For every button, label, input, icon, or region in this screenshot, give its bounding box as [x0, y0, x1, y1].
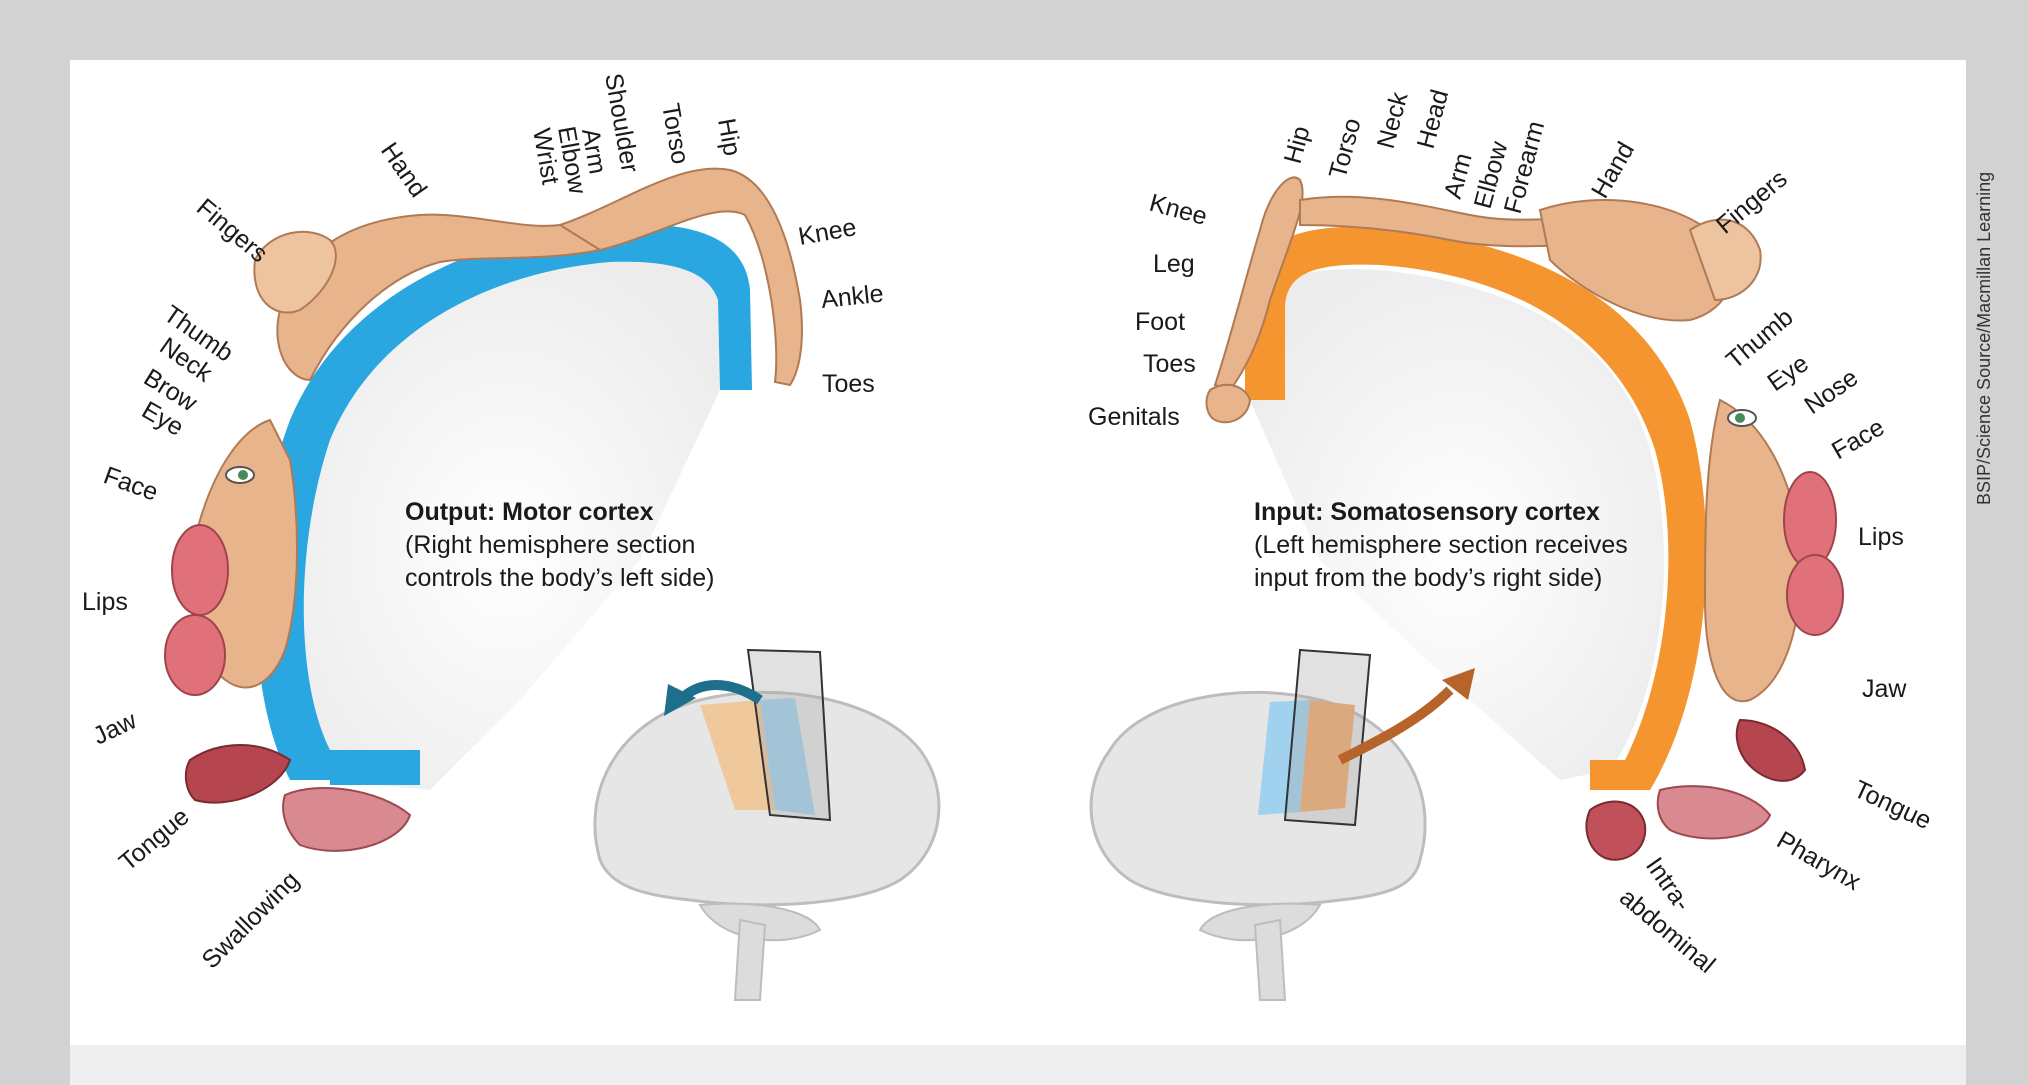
sensory-brain-cut-blue [1258, 700, 1310, 815]
sensory-tongue [1735, 718, 1807, 782]
motor-cortex-band [256, 224, 752, 781]
sensory-white-matter [1250, 269, 1665, 780]
sensory-label-leg: Leg [1153, 250, 1195, 278]
motor-brain-plane [746, 648, 832, 822]
sensory-label-pharynx: Pharynx [1772, 826, 1866, 896]
sensory-label-tongue: Tongue [1849, 775, 1935, 835]
motor-label-jaw: Jaw [89, 706, 142, 751]
sensory-label-toes: Toes [1143, 350, 1196, 378]
sensory-intra-abdominal [1585, 800, 1647, 861]
sensory-eye-iris [1735, 413, 1745, 423]
motor-brain-cut-orange [700, 700, 775, 810]
motor-label-hand: Hand [375, 137, 432, 202]
sensory-label-eye: Eye [1762, 349, 1813, 397]
motor-band-end [330, 750, 420, 785]
sensory-title: Input: Somatosensory cortex [1254, 498, 1600, 526]
sensory-lips-upper [1783, 471, 1837, 569]
sensory-label-neck: Neck [1372, 89, 1414, 152]
motor-label-ankle: Ankle [820, 280, 885, 314]
sensory-brain-illustration [1089, 648, 1475, 1001]
sensory-desc-line1: (Left hemisphere section receives [1254, 531, 1628, 559]
motor-label-toes: Toes [822, 370, 875, 398]
motor-desc-line2: controls the body’s left side) [405, 564, 714, 592]
motor-throat [282, 786, 412, 852]
sensory-label-hand: Hand [1586, 137, 1640, 203]
sensory-label-genitals: Genitals [1088, 403, 1180, 431]
sensory-cortex-section: Genitals Toes Foot Leg Knee Hip Torso Ne… [1088, 87, 1936, 1001]
motor-tongue [184, 744, 292, 804]
sensory-genitals [1205, 383, 1252, 424]
image-credit: BSIP/Science Source/Macmillan Learning [1974, 172, 1994, 505]
motor-title: Output: Motor cortex [405, 498, 654, 526]
motor-label-lips: Lips [82, 588, 128, 616]
sensory-arrowhead [1442, 668, 1475, 700]
sensory-label-jaw: Jaw [1862, 675, 1907, 703]
motor-brain-illustration [593, 648, 941, 1001]
sensory-fingers [1688, 218, 1762, 302]
sensory-brainstem [1253, 918, 1287, 1001]
motor-brainstem [733, 918, 767, 1001]
sensory-arrow [1337, 686, 1454, 765]
sensory-cortex-band [1245, 226, 1707, 790]
sensory-desc-line2: input from the body’s right side) [1254, 564, 1602, 592]
sensory-face [1703, 398, 1802, 703]
sensory-brain-cut-orange [1300, 700, 1355, 812]
motor-cerebellum [698, 902, 822, 942]
sensory-lips-lower [1786, 554, 1844, 636]
motor-label-knee: Knee [796, 213, 858, 251]
sensory-label-torso: Torso [1324, 115, 1367, 181]
sensory-label-head: Head [1412, 87, 1455, 152]
motor-lips-lower [164, 614, 226, 696]
motor-arrowhead [664, 684, 696, 716]
motor-cortex-section: Toes Ankle Knee Hip Torso Shoulder Arm E… [82, 71, 941, 1001]
motor-label-hip: Hip [712, 116, 746, 158]
motor-label-face: Face [100, 461, 162, 506]
sensory-label-lips: Lips [1858, 523, 1904, 551]
sensory-label-knee: Knee [1146, 189, 1210, 231]
motor-label-fingers: Fingers [191, 193, 273, 268]
sensory-cerebellum [1198, 902, 1322, 942]
motor-brain-cut-blue [760, 698, 815, 815]
sensory-label-foot: Foot [1135, 308, 1185, 336]
sensory-pharynx [1656, 785, 1772, 840]
motor-white-matter [294, 254, 720, 790]
motor-label-torso: Torso [656, 101, 694, 166]
motor-leg [557, 167, 803, 387]
sensory-brain-shape [1089, 690, 1427, 907]
motor-lips-upper [171, 524, 229, 616]
caption-strip [70, 1045, 1966, 1085]
motor-arm-hand [276, 213, 603, 382]
motor-label-swallowing: Swallowing [196, 866, 304, 974]
motor-label-tongue: Tongue [114, 802, 195, 876]
sensory-label-hip: Hip [1279, 123, 1316, 166]
sensory-label-face: Face [1827, 413, 1889, 465]
motor-eye-iris [238, 470, 248, 480]
motor-fingers [253, 230, 337, 314]
sensory-label-fingers: Fingers [1711, 165, 1793, 240]
sensory-brain-plane [1283, 648, 1372, 827]
motor-desc-line1: (Right hemisphere section [405, 531, 695, 559]
sensory-leg [1213, 176, 1304, 392]
